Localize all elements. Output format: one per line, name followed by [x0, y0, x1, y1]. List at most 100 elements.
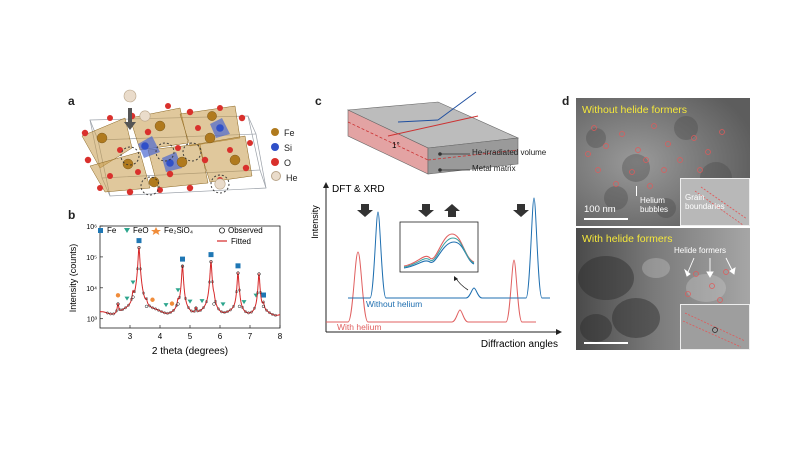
observed-peak-point: [212, 302, 216, 306]
legend-o-label: O: [284, 158, 292, 168]
x-tick-label: 7: [248, 332, 253, 341]
legend-fe-label: Fe: [284, 128, 295, 138]
observed-peak-point: [209, 260, 213, 264]
observed-point: [196, 309, 199, 313]
inset-frame: [399, 221, 479, 273]
legend-feo: FeO: [133, 226, 149, 235]
legend-item: He: [271, 171, 298, 186]
observed-peak-point: [261, 304, 266, 309]
y-tick-label: 10⁴: [86, 286, 97, 293]
helium-atoms: [123, 89, 226, 190]
y-axis-label: Intensity (counts): [68, 244, 78, 313]
observed-point: [271, 313, 274, 316]
silicon-atoms: [141, 124, 224, 167]
observed-point: [268, 311, 271, 315]
observed-point: [139, 267, 142, 271]
panel-a-label: a: [68, 94, 75, 108]
gb-inset: Grain boundaries: [680, 178, 750, 226]
plot-frame: [99, 225, 281, 329]
observed-point: [115, 309, 118, 313]
observed-point: [127, 303, 130, 307]
inset-mid-curve: [403, 237, 475, 268]
fe-swatch-icon: [271, 128, 279, 136]
bottom-title: With helide formers: [582, 233, 673, 245]
fe2sio4-peak-marker: [169, 301, 175, 306]
observed-point: [157, 308, 160, 312]
feo-peak-marker: [199, 299, 205, 304]
legend-fe: Fe: [107, 226, 117, 235]
observed-point: [121, 308, 124, 312]
x-tick-label: 5: [188, 332, 193, 341]
observed-point: [247, 311, 250, 315]
observed-point: [235, 290, 238, 294]
observed-point: [256, 291, 259, 295]
observed-point: [262, 300, 265, 304]
he-swatch-icon: [271, 171, 281, 181]
legend-fe2sio4: Fe₂SiO₄: [164, 226, 193, 235]
he-volume-label: He-irradiated volume: [472, 148, 547, 157]
bubbles-pointer: [636, 186, 637, 196]
observed-point: [223, 311, 226, 314]
si-swatch-icon: [271, 143, 279, 151]
crystal-structure: [81, 89, 267, 197]
series-with-label: With helium: [337, 322, 382, 332]
fe-peak-marker: [235, 263, 241, 269]
diff-ylabel: Intensity: [310, 205, 320, 239]
x-axis-label: 2 theta (degrees): [152, 346, 228, 357]
bubbles-label: Helium bubbles: [640, 196, 669, 214]
fitted-curve: [100, 245, 281, 316]
diff-xlabel: Diffraction angles: [481, 339, 558, 350]
observed-point: [136, 267, 139, 271]
fe-marker-icon: [98, 228, 103, 233]
observed-point: [190, 309, 193, 313]
formers-arrows: [684, 257, 736, 278]
legend-item: O: [271, 156, 298, 171]
observed-point: [130, 297, 133, 301]
observed-point: [274, 313, 277, 317]
observed-point: [151, 306, 154, 310]
observed-point: [154, 307, 157, 311]
fe2sio4-peak-marker: [150, 297, 155, 302]
legend-he-label: He: [286, 173, 298, 183]
tem-image-with: With helide formers Helide formers: [576, 228, 750, 350]
x-tick-label: 6: [218, 332, 223, 341]
legend-si-label: Si: [284, 143, 293, 153]
x-tick-label: 8: [278, 332, 283, 341]
top-title: Without helide formers: [582, 104, 688, 116]
observed-peak-point: [257, 272, 261, 276]
x-tick-label: 4: [158, 332, 163, 341]
xrd-legend: Fe FeO Fe₂SiO₄ Observed Fitted: [98, 226, 263, 246]
observed-peak-point: [180, 264, 185, 268]
with-helium-curve: [326, 251, 536, 323]
observed-peak-point: [236, 271, 240, 275]
observed-peak-point: [194, 306, 198, 310]
observed-point: [106, 311, 109, 315]
arrow-down-icon: [357, 204, 373, 217]
feo-peak-marker: [124, 296, 130, 301]
matrix-label: Metal matrix: [472, 164, 516, 173]
observed-point: [226, 310, 229, 314]
feo-peak-marker: [175, 288, 181, 293]
observed-point: [220, 310, 223, 314]
observed-point: [244, 310, 247, 314]
observed-peak-point: [137, 245, 141, 250]
observed-point: [166, 311, 169, 315]
observed-point: [202, 306, 205, 310]
o-swatch-icon: [271, 158, 279, 166]
gb-label: Grain boundaries: [685, 193, 725, 211]
observed-point: [124, 306, 127, 310]
iron-atoms: [96, 111, 241, 188]
observed-point: [118, 308, 121, 311]
feo-peak-marker: [130, 280, 136, 285]
observed-point: [229, 308, 232, 312]
observed-marker-icon: [218, 227, 225, 234]
y-tick-label: 10⁶: [86, 224, 97, 231]
observed-point: [250, 310, 253, 314]
legend-item: Si: [271, 141, 298, 156]
observed-point: [214, 300, 217, 303]
legend-item: Fe: [271, 126, 298, 141]
legend-fitted: Fitted: [231, 237, 251, 246]
legend-a: Fe Si O He: [271, 126, 298, 186]
panel-d-label: d: [562, 94, 570, 108]
